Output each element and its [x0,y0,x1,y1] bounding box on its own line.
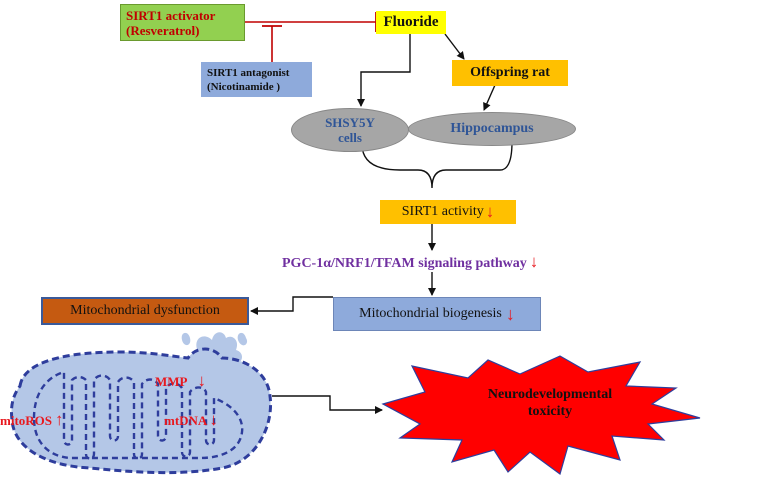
mitoros-label: mitoROS [0,413,52,428]
arrow-fluoride-to-shsy5y [357,32,411,107]
sirt1-activator-line1: SIRT1 activator [126,7,216,23]
mito-biogenesis-down-icon: ↓ [505,303,515,324]
brace [361,141,513,189]
offspring-rat-box: Offspring rat [452,60,568,86]
pathway-down-icon: ↓ [529,252,539,271]
pathway-label: PGC-1α/NRF1/TFAM signaling pathway [282,256,527,271]
mmp-row: MMP ↓ [155,371,206,391]
sirt1-activity-down-icon: ↓ [485,202,495,221]
arrow-fluoride-to-offspring [444,33,465,60]
sirt1-activity-box: SIRT1 activity ↓ [380,200,516,224]
neurotox-line1: Neurodevelopmental [487,387,613,402]
hippocampus-label: Hippocampus [450,121,534,136]
shsy5y-line2: cells [338,130,362,145]
fluoride-box: Fluoride [376,11,446,34]
sirt1-activator-box: SIRT1 activator (Resveratrol) [120,4,245,41]
mmp-down-icon: ↓ [197,371,206,390]
neurotox-label: Neurodevelopmental toxicity [470,380,630,426]
mmp-label: MMP [155,374,188,389]
neurotox-line2: toxicity [527,404,573,419]
mito-dysfunction-box: Mitochondrial dysfunction [41,297,249,325]
offspring-rat-label: Offspring rat [470,65,550,80]
mitoros-up-icon: ↑ [55,410,64,429]
pathway-label-row: PGC-1α/NRF1/TFAM signaling pathway↓ [282,252,538,272]
mitochondrion-illustration [10,332,273,475]
sirt1-activator-line2: (Resveratrol) [126,22,200,38]
neurotox-burst [381,355,701,475]
mito-fragment [237,332,248,346]
arrow-biogenesis-to-dysfunction [250,296,333,315]
mtdna-down-icon: ↓ [209,410,218,429]
fluoride-label: Fluoride [383,14,439,30]
mito-dysfunction-label: Mitochondrial dysfunction [70,303,220,318]
shsy5y-ellipse: SHSY5Y cells [291,108,409,152]
hippocampus-ellipse: Hippocampus [408,112,576,146]
sirt1-activity-label: SIRT1 activity [401,204,484,219]
mito-biogenesis-box: Mitochondrial biogenesis ↓ [333,297,541,331]
arrow-offspring-to-hippocampus [483,84,496,111]
mito-biogenesis-label: Mitochondrial biogenesis [359,306,502,321]
shsy5y-line1: SHSY5Y [325,115,375,130]
mitoros-row: mitoROS↑ [0,410,64,430]
arrow-mito-to-neurotox [272,395,383,414]
sirt1-antagonist-line1: SIRT1 antagonist [207,66,290,79]
mito-cristae [32,370,244,460]
mtdna-label: mtDNA [164,413,208,428]
sirt1-antagonist-line2: (Nicotinamide ) [207,80,281,93]
sirt1-antagonist-box: SIRT1 antagonist (Nicotinamide ) [201,62,312,97]
mito-fragment [181,332,191,346]
mtdna-row: mtDNA↓ [164,410,218,430]
